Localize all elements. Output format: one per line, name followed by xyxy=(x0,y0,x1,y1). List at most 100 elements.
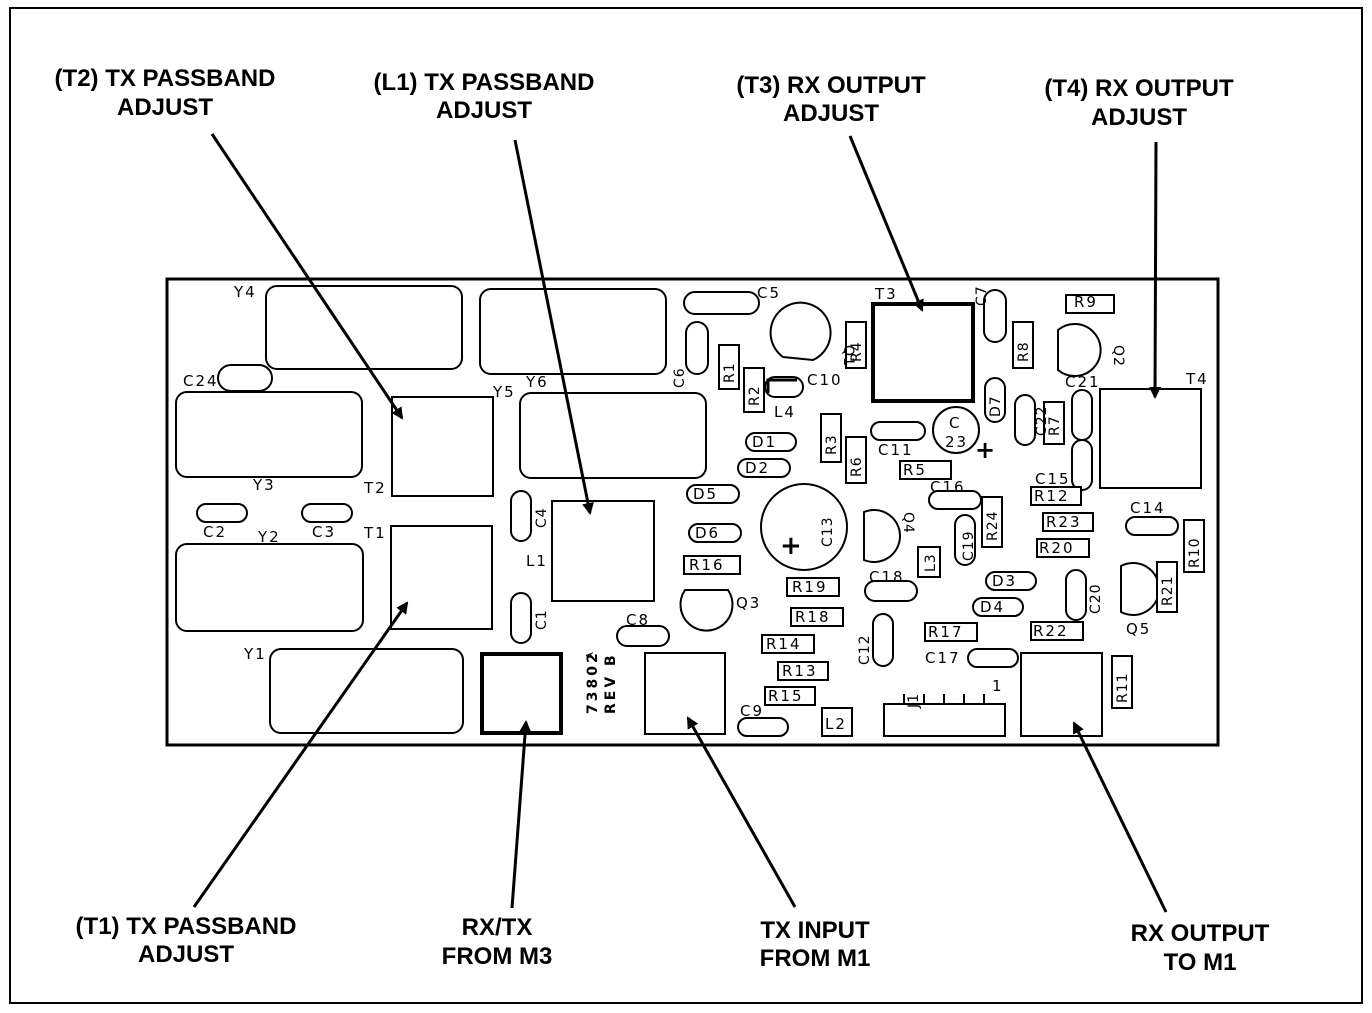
label-r12: R12 xyxy=(1034,487,1070,505)
callout-rxout-line2: TO M1 xyxy=(1164,949,1237,976)
callout-rxtx: RX/TX FROM M3 xyxy=(442,914,553,970)
label-r24: R24 xyxy=(985,510,1001,541)
label-y3: Y3 xyxy=(252,476,276,494)
resistors xyxy=(683,294,1205,709)
resistor-r17 xyxy=(924,622,978,642)
label-r9: R9 xyxy=(1074,293,1098,311)
label-c8: C8 xyxy=(626,611,650,629)
label-r17: R17 xyxy=(928,623,964,641)
label-c12: C12 xyxy=(857,634,873,665)
capacitor-c18 xyxy=(864,580,918,602)
label-c14: C14 xyxy=(1130,499,1166,517)
arrow-t1 xyxy=(192,601,409,908)
capacitor-c19 xyxy=(954,514,976,566)
label-c9: C9 xyxy=(740,702,764,720)
callout-t2-line2: ADJUST xyxy=(117,94,213,121)
label-q2: Q2 xyxy=(1110,345,1126,367)
diode-d6 xyxy=(688,523,742,543)
resistor-r2 xyxy=(743,367,765,413)
diode-d5 xyxy=(686,484,740,504)
inductor-l4 xyxy=(766,378,797,393)
label-t2: T2 xyxy=(363,479,387,497)
diode-d3 xyxy=(985,571,1037,591)
label-d6: D6 xyxy=(695,524,720,542)
label-r4: R4 xyxy=(849,341,865,362)
callout-t3-line2: ADJUST xyxy=(783,100,879,127)
label-r11: R11 xyxy=(1115,672,1131,703)
label-y1: Y1 xyxy=(243,645,267,663)
label-d1: D1 xyxy=(752,433,777,451)
capacitor-c17 xyxy=(967,648,1019,668)
label-r5: R5 xyxy=(903,461,927,479)
callout-t1-line2: ADJUST xyxy=(138,941,234,968)
resistor-r11 xyxy=(1111,655,1133,709)
transistor-q1 xyxy=(769,301,832,362)
callout-t4-line2: ADJUST xyxy=(1091,104,1187,131)
label-y2: Y2 xyxy=(257,528,281,546)
outer-border xyxy=(9,7,1363,1004)
callout-t3: (T3) RX OUTPUT ADJUST xyxy=(736,72,926,127)
label-r14: R14 xyxy=(766,635,802,653)
label-c22: C22 xyxy=(1034,405,1050,436)
callout-txin: TX INPUT FROM M1 xyxy=(760,917,871,972)
capacitor-c4 xyxy=(510,490,532,542)
capacitor-c23 xyxy=(932,406,980,454)
label-c1: C1 xyxy=(534,609,550,630)
diodes xyxy=(686,377,1037,617)
label-q4: Q4 xyxy=(900,512,916,534)
callout-rxtx-line1: RX/TX xyxy=(462,914,533,941)
callout-txin-line2: FROM M1 xyxy=(760,945,871,972)
vertical-labels: C4 C1 C6 C7 C12 C13 C19 C20 C22 R1 R2 R3… xyxy=(534,285,1203,714)
plus-c13: + xyxy=(780,531,804,561)
callout-t2: (T2) TX PASSBAND ADJUST xyxy=(55,65,276,121)
capacitor-c7 xyxy=(983,289,1007,343)
label-j1-pin1: 1 xyxy=(992,677,1004,695)
callout-txin-line1: TX INPUT xyxy=(760,917,870,944)
diode-d1 xyxy=(745,432,797,452)
inductor-l2 xyxy=(821,707,853,737)
label-t4: T4 xyxy=(1185,370,1209,388)
callout-t1: (T1) TX PASSBAND ADJUST xyxy=(76,913,297,968)
transformer-t2 xyxy=(391,396,494,497)
label-d2: D2 xyxy=(745,459,770,477)
coil-l1 xyxy=(551,500,655,602)
capacitor-c8 xyxy=(616,625,670,647)
crystal-y6 xyxy=(479,288,667,375)
label-c24: C24 xyxy=(183,372,219,390)
label-c3: C3 xyxy=(312,523,336,541)
capacitor-c12 xyxy=(872,613,894,667)
label-r23: R23 xyxy=(1046,513,1082,531)
resistor-r13 xyxy=(777,661,829,681)
resistor-r18 xyxy=(790,607,844,627)
label-c10: C10 xyxy=(807,371,843,389)
diode-d2 xyxy=(737,458,791,478)
label-r1: R1 xyxy=(722,362,738,383)
diode-d7 xyxy=(984,377,1006,423)
capacitor-c21 xyxy=(1071,389,1093,441)
resistor-r10 xyxy=(1183,519,1205,573)
resistor-r6 xyxy=(845,436,867,484)
label-r22: R22 xyxy=(1033,622,1069,640)
label-l4: L4 xyxy=(774,403,796,421)
label-r21: R21 xyxy=(1160,575,1176,606)
label-q1: Q1 xyxy=(840,345,856,367)
label-l1: L1 xyxy=(526,552,548,570)
callout-rxtx-line2: FROM M3 xyxy=(442,943,553,970)
label-r15: R15 xyxy=(768,687,804,705)
transistor-q3 xyxy=(679,589,734,632)
capacitor-c20 xyxy=(1065,569,1087,621)
resistor-r21 xyxy=(1156,561,1178,613)
arrow-rxout xyxy=(1072,721,1168,913)
arrow-txin xyxy=(686,716,797,908)
leader-arrows xyxy=(192,133,1168,913)
callout-t3-line1: (T3) RX OUTPUT xyxy=(736,72,926,99)
crystal-y3 xyxy=(175,391,363,478)
label-d3: D3 xyxy=(992,572,1017,590)
label-c20: C20 xyxy=(1088,583,1104,614)
resistor-r14 xyxy=(761,634,815,654)
label-c2: C2 xyxy=(203,523,227,541)
resistor-r22 xyxy=(1030,621,1084,641)
label-r16: R16 xyxy=(689,556,725,574)
capacitor-c6 xyxy=(685,321,709,375)
